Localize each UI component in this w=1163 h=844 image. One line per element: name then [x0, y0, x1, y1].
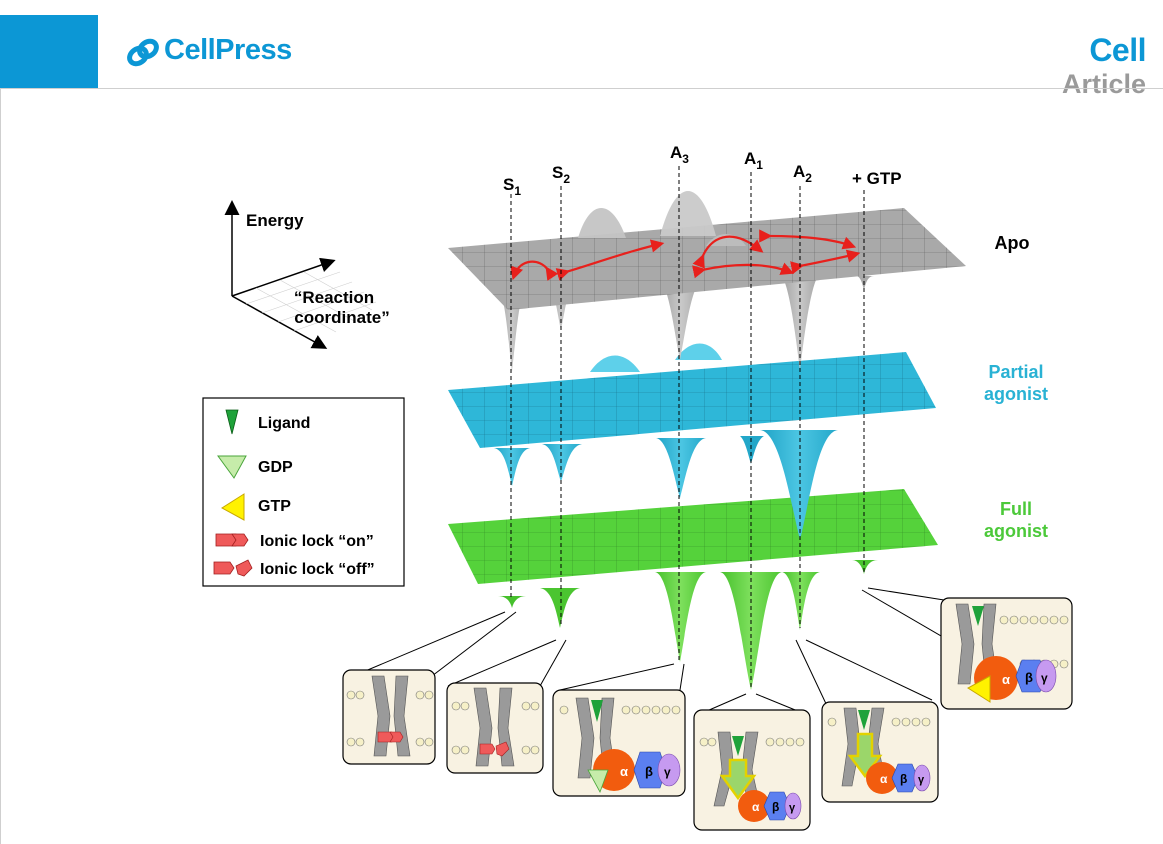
- well-a3-gray: [656, 276, 706, 360]
- svg-text:α: α: [880, 772, 888, 786]
- state-lines: [510, 166, 865, 688]
- well-a3-blue: [656, 438, 706, 498]
- ionic-lock-off-icon: [213, 559, 253, 577]
- left-border: [0, 88, 1, 844]
- legend-box: [202, 397, 405, 587]
- brand-name[interactable]: CellPress: [164, 34, 292, 66]
- axes-diagram: Energy “Reaction coordinate”: [224, 200, 390, 349]
- energy-axis-label: Energy: [246, 211, 304, 230]
- legend-label-gtp: GTP: [258, 498, 291, 515]
- full-agonist-label-2: agonist: [984, 521, 1048, 541]
- svg-text:α: α: [620, 764, 628, 779]
- state-label-gtp: + GTP: [852, 169, 902, 188]
- state-labels: S1 S2 A3 A1 A2 + GTP: [503, 143, 902, 198]
- svg-text:γ: γ: [664, 765, 671, 779]
- well-a1-blue: [740, 436, 764, 464]
- legend: Ligand GDP GTP Ionic lock “on” Ionic loc…: [202, 397, 405, 587]
- inset-a3: α β γ: [552, 689, 686, 797]
- well-s1-green: [498, 596, 526, 608]
- rc-label-line1: “Reaction: [294, 288, 374, 307]
- legend-label-gdp: GDP: [258, 459, 293, 476]
- well-gtp-gray: [856, 276, 874, 290]
- full-agonist-label-1: Full: [1000, 499, 1032, 519]
- svg-text:α: α: [752, 800, 760, 814]
- partial-agonist-label-2: agonist: [984, 384, 1048, 404]
- partial-agonist-landscape: [448, 343, 936, 540]
- svg-text:β: β: [900, 772, 907, 786]
- axes-grid: [245, 271, 377, 333]
- svg-text:β: β: [772, 800, 779, 814]
- svg-text:β: β: [645, 764, 653, 779]
- svg-text:α: α: [1002, 672, 1010, 687]
- apo-landscape: [448, 191, 966, 372]
- rc-axis-1: [231, 257, 336, 297]
- well-a2-green: [782, 572, 820, 630]
- gdp-icon: [587, 769, 609, 793]
- legend-label-lock-on: Ionic lock “on”: [260, 533, 374, 550]
- well-gtp-green: [852, 560, 878, 574]
- well-s1-gray: [494, 282, 530, 372]
- legend-label-ligand: Ligand: [258, 415, 310, 432]
- ligand-icon: [225, 409, 239, 435]
- state-label-a1: A1: [744, 149, 763, 172]
- svg-text:γ: γ: [918, 774, 925, 786]
- journal-name: Cell: [1089, 32, 1146, 68]
- header-divider: [0, 88, 1163, 89]
- well-a2-blue: [760, 430, 838, 540]
- apo-label: Apo: [995, 233, 1030, 253]
- cellpress-logo-icon: [127, 38, 159, 67]
- state-label-a3: A3: [670, 143, 689, 166]
- inset-a2: α β γ: [821, 701, 939, 803]
- inset-gtp: α β γ: [940, 597, 1073, 710]
- rc-label-line2: coordinate”: [294, 308, 389, 327]
- state-label-s2: S2: [552, 163, 570, 186]
- svg-text:γ: γ: [789, 802, 796, 814]
- ionic-lock-on-icon: [215, 533, 249, 547]
- well-s2-blue: [542, 444, 582, 482]
- svg-text:β: β: [1025, 670, 1033, 685]
- inset-connectors: [343, 587, 949, 715]
- gdp-icon: [217, 455, 247, 479]
- state-label-a2: A2: [793, 162, 812, 185]
- well-s2-green: [540, 588, 580, 628]
- brand-color-block: [0, 15, 98, 89]
- legend-label-lock-off: Ionic lock “off”: [260, 561, 375, 578]
- svg-text:γ: γ: [1041, 671, 1048, 685]
- gtp-icon: [221, 493, 245, 521]
- gtp-icon: [967, 675, 991, 703]
- inset-s1: [342, 669, 436, 765]
- rc-axis-2: [231, 295, 328, 349]
- partial-agonist-label-1: Partial: [988, 362, 1043, 382]
- inset-s2: [446, 682, 544, 774]
- state-label-s1: S1: [503, 175, 521, 198]
- article-type: Article: [1061, 69, 1146, 99]
- inset-a1: α β γ: [693, 709, 811, 831]
- well-a3-green: [655, 572, 706, 662]
- well-s1-blue: [494, 448, 530, 486]
